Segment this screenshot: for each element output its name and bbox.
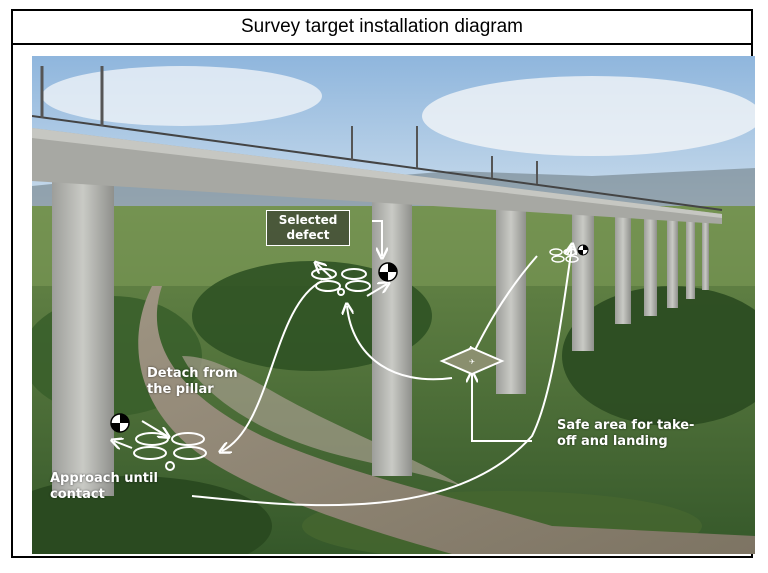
- target-marker-icon: [378, 262, 398, 282]
- title-bar: Survey target installation diagram: [13, 11, 751, 45]
- drone-icon: [549, 248, 579, 263]
- bridge-photo: ✈: [32, 56, 755, 554]
- selected-defect-label: Selected defect: [266, 210, 350, 246]
- river: [138, 286, 755, 554]
- pier-3: [496, 204, 526, 394]
- page-title: Survey target installation diagram: [241, 16, 523, 37]
- detach-label: Detach from the pillar: [147, 366, 238, 397]
- pier-1: [52, 176, 114, 496]
- scene-svg: ✈: [32, 56, 755, 554]
- drone-icon: [133, 432, 207, 471]
- target-marker-icon: [577, 244, 589, 256]
- target-marker-icon: [110, 413, 130, 433]
- diagram-frame: Survey target installation diagram: [11, 9, 755, 558]
- drone-icon: [311, 268, 371, 296]
- pier-2: [372, 196, 412, 476]
- safe-area-label: Safe area for take-off and landing: [557, 418, 695, 449]
- svg-text:✈: ✈: [469, 358, 475, 366]
- flight-path-arrow-icon: [114, 220, 572, 507]
- approach-label: Approach until contact: [50, 471, 158, 502]
- pier-4: [572, 211, 594, 351]
- safe-area-pad: ✈: [439, 346, 505, 376]
